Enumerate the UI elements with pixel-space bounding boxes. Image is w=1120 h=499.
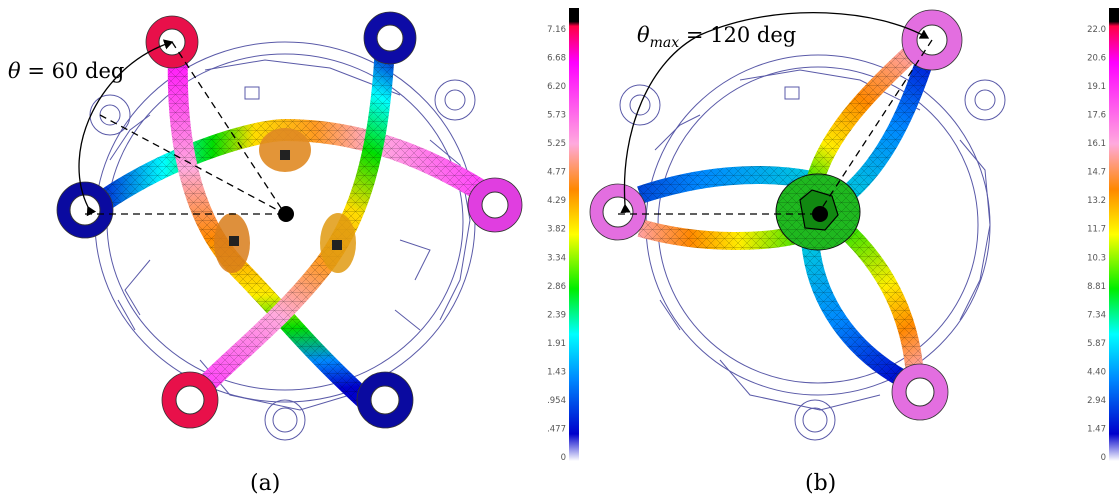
ring-a-bottom-right — [356, 371, 414, 429]
ring-a-left — [56, 181, 114, 239]
scale-tick-label: 4.40 — [1087, 367, 1106, 377]
scale-tick-label: 11.7 — [1087, 225, 1106, 235]
scale-tick-label: 6.20 — [547, 82, 566, 92]
scale-tick-label: 22.0 — [1087, 25, 1106, 35]
scale-tick-label: 6.68 — [547, 54, 566, 64]
scale-tick-label: 20.6 — [1087, 54, 1106, 64]
scale-tick-label: 2.39 — [547, 310, 566, 320]
scale-tick-label: 2.86 — [547, 282, 566, 292]
dashed-guides-a — [85, 41, 286, 215]
scale-tick-label: 16.1 — [1087, 139, 1106, 149]
ring-b-left — [589, 183, 647, 241]
panel-b-diagram: θmax = 120 deg (b) — [589, 9, 1006, 496]
ring-b-bottom-right — [891, 363, 949, 421]
scale-tick-label: 1.91 — [547, 339, 566, 349]
ring-a-bottom-left — [161, 371, 219, 429]
scale-tick-label: 3.82 — [547, 225, 566, 235]
scale-tick-label: 0 — [1101, 453, 1106, 463]
scale-tick-label: 7.16 — [547, 25, 566, 35]
scale-tick-label: 14.7 — [1087, 168, 1106, 178]
scale-tick-label: 4.77 — [547, 168, 566, 178]
scale-tick-label: 4.29 — [547, 196, 566, 206]
scale-tick-label: .477 — [547, 424, 566, 434]
panel-a-diagram: θ = 60 deg (a) — [8, 11, 523, 496]
scale-tick-label: 1.43 — [547, 367, 566, 377]
angle-label-a: θ = 60 deg — [8, 59, 124, 83]
scale-tick-label: 10.3 — [1087, 253, 1106, 263]
scale-tick-label: .954 — [547, 396, 566, 406]
angle-label-b: θmax = 120 deg — [637, 23, 796, 51]
color-scale-bar-a — [569, 8, 579, 461]
center-pivot-b — [812, 206, 828, 222]
scale-tick-label: 13.2 — [1087, 196, 1106, 206]
color-scale-a: 7.16 6.68 6.20 5.73 5.25 4.77 4.29 3.82 3.34 2.86… — [547, 8, 579, 463]
ring-a-right — [467, 177, 523, 233]
scale-tick-label: 1.47 — [1087, 424, 1106, 434]
scale-tick-label: 2.94 — [1087, 396, 1106, 406]
center-pivot-a — [278, 206, 294, 222]
scale-tick-label: 8.81 — [1087, 282, 1106, 292]
scale-tick-label: 5.25 — [547, 139, 566, 149]
scale-tick-label: 19.1 — [1087, 82, 1106, 92]
panel-label-a: (a) — [250, 471, 280, 496]
scale-tick-label: 5.87 — [1087, 339, 1106, 349]
angle-arrow-b — [620, 11, 930, 214]
scale-tick-label: 0 — [561, 453, 566, 463]
scale-tick-label: 3.34 — [547, 253, 566, 263]
ring-a-top-right — [363, 11, 417, 65]
color-scale-bar-b — [1109, 8, 1119, 461]
panel-label-b: (b) — [805, 471, 836, 496]
angle-arrow-a — [78, 39, 174, 217]
scale-tick-label: 7.34 — [1087, 310, 1106, 320]
frame-outline-a — [89, 41, 476, 441]
scale-tick-label: 5.73 — [547, 111, 566, 121]
scale-tick-label: 17.6 — [1087, 111, 1106, 121]
color-scale-b: 22.0 20.6 19.1 17.6 16.1 14.7 13.2 11.7 10.3 8.81… — [1087, 8, 1119, 463]
